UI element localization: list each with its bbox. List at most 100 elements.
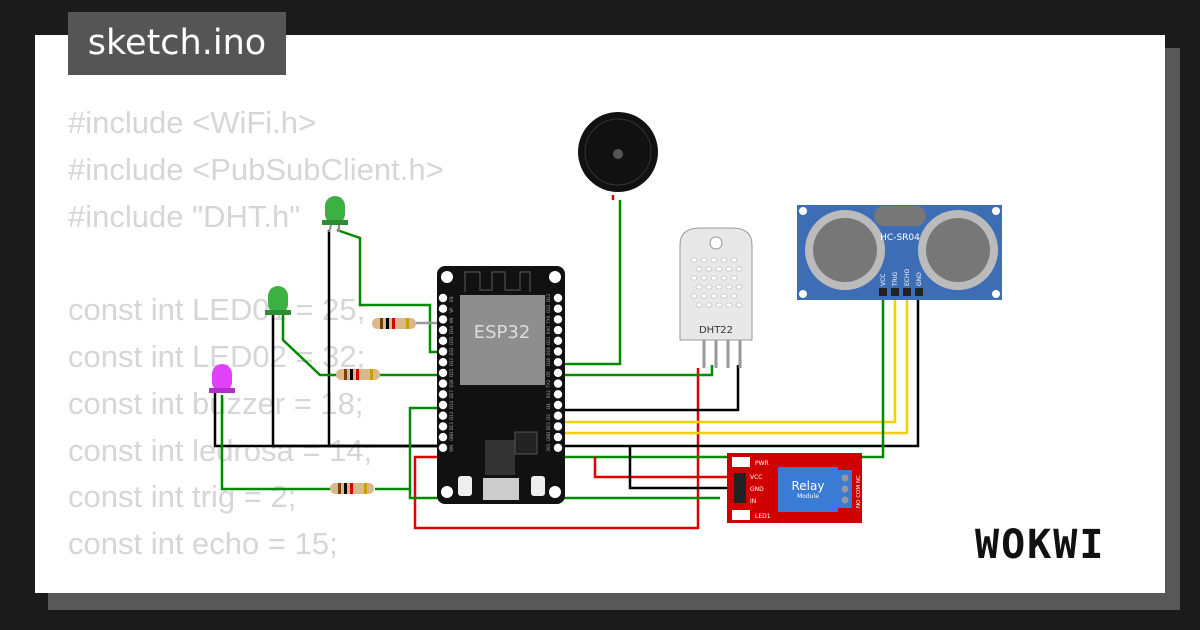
led-green-1[interactable]: [322, 196, 348, 233]
esp32-pin-label: D25: [449, 368, 454, 377]
resistor-1[interactable]: [372, 318, 416, 329]
esp32-pin-label: D4: [546, 403, 551, 409]
esp32-pin[interactable]: [553, 304, 563, 313]
esp32-pin[interactable]: [553, 325, 563, 335]
esp32-pin[interactable]: [438, 325, 448, 335]
wire: [281, 315, 340, 377]
esp32-pin[interactable]: [438, 443, 448, 452]
wire: [558, 295, 897, 424]
dht-vent: [710, 257, 718, 263]
esp32-pin[interactable]: [438, 400, 448, 410]
esp32-pin-label: D34: [449, 325, 454, 334]
esp32-pin-label: D14: [449, 400, 454, 409]
dht-vent: [715, 284, 723, 290]
esp32-pin[interactable]: [438, 347, 448, 356]
esp32-pin[interactable]: [438, 368, 448, 378]
esp32-pin-label: TX2: [546, 379, 551, 388]
dht-vent: [725, 302, 733, 308]
relay-label: Relay: [792, 479, 825, 493]
esp32-pin[interactable]: [553, 379, 563, 388]
esp32-pin[interactable]: [553, 347, 563, 356]
code-line: #include <PubSubClient.h>: [68, 151, 444, 187]
sonar-pin[interactable]: [903, 288, 911, 296]
esp32-pin-label: D32: [449, 347, 454, 356]
esp32-pin-label: RX2: [546, 390, 551, 399]
esp32-pin[interactable]: [438, 304, 448, 313]
sonar-pin[interactable]: [879, 288, 887, 296]
dht-vent: [730, 275, 738, 281]
sonar-pin-label: VCC: [880, 274, 887, 286]
esp32-pin[interactable]: [553, 411, 563, 420]
sketch-title: sketch.ino: [68, 12, 286, 75]
esp32-pin[interactable]: [438, 411, 448, 420]
wire: [336, 228, 443, 354]
dht-vent: [735, 302, 743, 308]
wires: [213, 195, 920, 530]
wire: [558, 295, 920, 448]
dht-vent: [705, 284, 713, 290]
esp32-pin[interactable]: [438, 358, 448, 367]
dht-vent: [700, 275, 708, 281]
dht-vent: [735, 266, 743, 272]
esp32-pin-label: D22: [546, 304, 551, 313]
relay-pwr-label: PWR: [755, 460, 769, 467]
esp32-pin[interactable]: [438, 379, 448, 388]
relay-vcc-label: VCC: [750, 474, 762, 481]
esp32-pin[interactable]: [438, 315, 448, 324]
esp32-label: ESP32: [474, 322, 531, 343]
esp32-pin[interactable]: [438, 293, 448, 303]
dht-vent: [720, 257, 728, 263]
esp32-pin[interactable]: [553, 432, 563, 442]
buzzer[interactable]: [578, 112, 658, 192]
sonar-pin[interactable]: [915, 288, 923, 296]
dht22-sensor[interactable]: DHT22: [679, 227, 753, 368]
code-line: const int echo = 15;: [68, 526, 338, 562]
relay-sublabel: Module: [797, 493, 819, 500]
sonar-pin-label: TRIG: [892, 271, 899, 287]
hc-sr04-sensor[interactable]: HC-SR04 VCC TRIG ECHO GND: [797, 205, 1002, 300]
esp32-pin[interactable]: [553, 336, 563, 345]
esp32-pin[interactable]: [438, 432, 448, 442]
esp32-pin-label: D33: [449, 358, 454, 367]
esp32-pin[interactable]: [553, 358, 563, 367]
led-green-2[interactable]: [265, 286, 291, 315]
esp32-pin-label: 3V3: [546, 444, 551, 452]
esp32-pin[interactable]: [553, 400, 563, 410]
resistor-3[interactable]: [330, 483, 374, 494]
wire: [408, 489, 720, 500]
dht-vent: [695, 302, 703, 308]
dht-vent: [710, 275, 718, 281]
esp32-pin-label: D35: [449, 336, 454, 345]
esp32-pin[interactable]: [438, 390, 448, 399]
esp32-pin-label: D2: [546, 414, 551, 420]
wokwi-logo: WOKWI: [975, 522, 1106, 568]
esp32-pin[interactable]: [438, 336, 448, 345]
esp32-pin[interactable]: [553, 443, 563, 452]
led-pink[interactable]: [209, 364, 235, 393]
relay-module[interactable]: PWR LED1 VCC GND IN Relay Module NO COM …: [727, 453, 862, 523]
esp32-pin[interactable]: [553, 315, 563, 324]
dht22-label: DHT22: [699, 325, 733, 336]
sonar-pin[interactable]: [891, 288, 899, 296]
esp32-pin[interactable]: [553, 422, 563, 431]
relay-contacts-label: NO COM NC: [856, 475, 862, 508]
hc-sr04-label: HC-SR04: [880, 233, 920, 243]
resistor-2[interactable]: [336, 369, 380, 380]
esp32-pin[interactable]: [553, 368, 563, 378]
esp32-pin[interactable]: [553, 293, 563, 303]
esp32-pin[interactable]: [438, 422, 448, 431]
code-line: const int buzzer = 18;: [68, 385, 364, 421]
dht-vent: [725, 266, 733, 272]
code-line: const int ledrosa = 14;: [68, 432, 373, 468]
dht-vent: [715, 302, 723, 308]
esp32-pin[interactable]: [553, 390, 563, 399]
code-line: #include "DHT.h": [68, 198, 301, 234]
sonar-pin-label: ECHO: [904, 269, 911, 286]
dht-vent: [720, 293, 728, 299]
esp32-pin-label: D26: [449, 379, 454, 388]
esp32-pin-label: D15: [546, 422, 551, 431]
esp32-pin-label: D21: [546, 336, 551, 345]
wire: [558, 365, 714, 377]
sonar-pin-label: GND: [916, 272, 923, 286]
